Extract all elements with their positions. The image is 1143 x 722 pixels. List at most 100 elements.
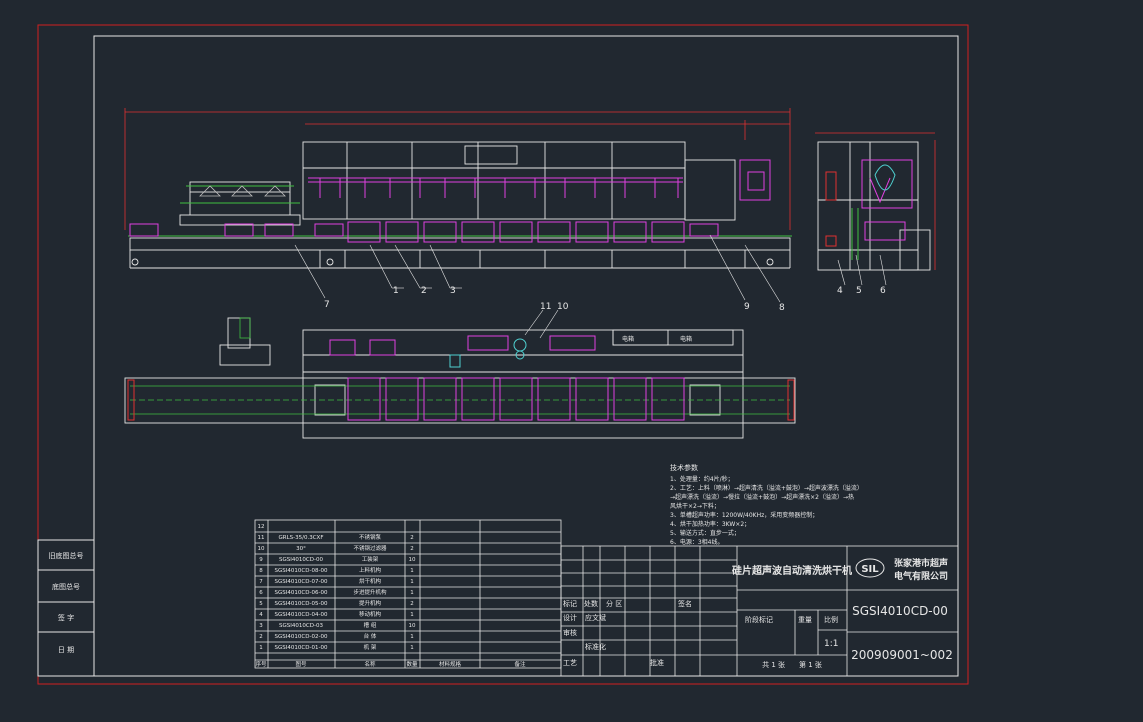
parts-row-name: 槽 组 — [364, 621, 377, 629]
balloon-2: 2 — [421, 286, 427, 296]
serial-number: 200909001~002 — [851, 648, 953, 662]
parts-row-name: 不锈钢泵 — [359, 533, 382, 541]
sign-label: 签名 — [678, 599, 692, 608]
company-name-line1: 张家港市超声 — [894, 557, 948, 569]
parts-row-name: 机 架 — [364, 643, 377, 651]
parts-row-no: 3 — [259, 623, 263, 629]
parts-row-no: 5 — [259, 601, 263, 607]
tech-note-line: 5、输送方式：直步一式； — [670, 529, 740, 537]
parts-row-code: SGSI4010CD-07-00 — [275, 579, 328, 585]
balloon-5: 5 — [856, 286, 862, 296]
process-label: 工艺 — [563, 659, 577, 667]
left-strip-label-1: 旧底图总号 — [49, 551, 84, 560]
parts-row-name: 上料机构 — [359, 566, 382, 574]
stage-label: 阶段标记 — [745, 615, 773, 624]
parts-row-code: SGSI4010CD-08-00 — [275, 568, 328, 574]
tech-note-line: 3、单槽超声功率：1200W/40KHz，采用变频器控制； — [670, 511, 818, 519]
parts-row-qty: 1 — [410, 590, 414, 596]
parts-header-material: 材料规格 — [439, 660, 462, 668]
parts-row-qty: 10 — [409, 623, 416, 629]
parts-header-note: 备注 — [514, 660, 526, 668]
balloon-7: 7 — [324, 300, 330, 310]
balloon-4: 4 — [837, 286, 843, 296]
design-label: 设计 — [563, 613, 577, 622]
tech-note-line: 风烘干×2→下料； — [670, 502, 720, 510]
scale-label: 比例 — [824, 615, 838, 624]
tech-note-line: 6、电源：3相4线。 — [670, 538, 723, 546]
parts-row-no: 2 — [259, 634, 263, 640]
parts-row-no: 11 — [258, 535, 265, 541]
parts-row-code: SGSI4010CD-04-00 — [275, 612, 328, 618]
outer-frame — [37, 24, 969, 685]
company-logo: SIL — [855, 558, 885, 578]
parts-row-no: 10 — [258, 546, 265, 552]
parts-row-name: 步进提升机构 — [353, 588, 387, 596]
balloon-10: 10 — [557, 302, 569, 312]
parts-row-no: 7 — [259, 579, 263, 585]
parts-row-code: GRLS-35/0.3CXF — [279, 535, 324, 541]
count-label: 处数 — [584, 599, 598, 608]
product-title: 硅片超声波自动清洗烘干机 — [732, 564, 852, 577]
weight-label: 重量 — [798, 616, 812, 624]
parts-row-name: 烘干机构 — [359, 577, 382, 585]
title-block-grid — [560, 545, 959, 677]
approve-label: 批准 — [650, 658, 664, 667]
parts-row-qty: 1 — [410, 634, 414, 640]
standard-label: 标准化 — [585, 642, 606, 651]
parts-row-code: SGSI4010CD-01-00 — [275, 645, 328, 651]
parts-row-no: 6 — [259, 590, 263, 596]
balloon-1: 1 — [393, 286, 399, 296]
parts-row-qty: 1 — [410, 579, 414, 585]
left-strip-label-2: 底图总号 — [52, 582, 80, 591]
parts-row-code: SGSI4010CD-06-00 — [275, 590, 328, 596]
parts-row-qty: 2 — [410, 535, 414, 541]
parts-row-code: SGSI4010CD-05-00 — [275, 601, 328, 607]
parts-row-qty: 10 — [409, 557, 416, 563]
parts-row-name: 工装架 — [362, 555, 379, 563]
parts-row-code: 30° — [296, 546, 306, 552]
logo-text: SIL — [861, 564, 879, 575]
tech-notes-title: 技术参数 — [670, 463, 698, 472]
scale-value: 1:1 — [824, 639, 838, 649]
left-strip-label-3: 签 字 — [58, 613, 74, 622]
balloon-9: 9 — [744, 302, 750, 312]
parts-row-qty: 2 — [410, 546, 414, 552]
parts-row-no: 12 — [258, 524, 265, 530]
parts-header-qty: 数量 — [406, 660, 418, 668]
tech-note-line: 1、处理量：约4片/秒； — [670, 475, 734, 483]
parts-row-no: 9 — [259, 557, 263, 563]
parts-row-name: 移动机构 — [359, 610, 382, 618]
tech-note-line: →超声漂洗（溢流）→慢拉（溢流+鼓泡）→超声漂洗×2（溢流）→热 — [670, 493, 854, 501]
parts-header-no: 序号 — [255, 660, 267, 668]
balloon-3: 3 — [450, 286, 456, 296]
sheet-count: 共 1 张 第 1 张 — [762, 660, 822, 669]
parts-row-no: 4 — [259, 612, 263, 618]
tech-note-line: 2、工艺：上料（喷淋）→超声清洗（溢流+鼓泡）→超声波漂洗（溢流） — [670, 484, 863, 492]
check-label: 审核 — [563, 628, 577, 637]
left-strip — [37, 539, 95, 677]
left-strip-label-4: 日 期 — [58, 646, 74, 654]
electric-box-label-2: 电箱 — [680, 335, 692, 343]
inner-frame — [93, 35, 959, 677]
company-name-line2: 电气有限公司 — [894, 570, 948, 582]
parts-row-no: 1 — [259, 645, 263, 651]
parts-header-name: 名称 — [364, 660, 376, 668]
parts-row-code: SGSI4010CD-02-00 — [275, 634, 328, 640]
side-view — [815, 132, 936, 286]
zone-label: 分 区 — [606, 599, 622, 608]
electric-box-label-1: 电箱 — [622, 335, 634, 343]
parts-row-qty: 2 — [410, 601, 414, 607]
balloon-11: 11 — [540, 302, 551, 312]
balloon-8: 8 — [779, 303, 785, 313]
drawing-number: SGSI4010CD-00 — [852, 604, 948, 618]
mark-label: 标记 — [563, 599, 577, 608]
parts-row-qty: 1 — [410, 568, 414, 574]
parts-row-name: 提升机构 — [359, 599, 382, 607]
front-view — [124, 108, 792, 303]
parts-row-name: 台 体 — [364, 632, 377, 640]
top-view — [124, 309, 796, 439]
parts-table-grid — [254, 519, 562, 669]
parts-row-qty: 1 — [410, 612, 414, 618]
